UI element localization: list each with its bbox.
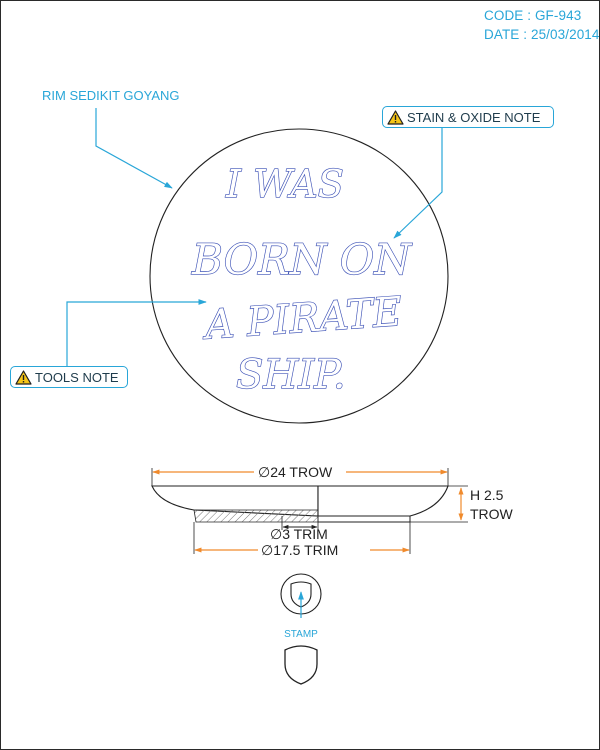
rim-note-label: RIM SEDIKIT GOYANG	[42, 88, 180, 103]
tools-note-leader	[66, 299, 207, 366]
inner-dimension: ∅3 TRIM	[270, 524, 328, 542]
base-dimension-label: ∅17.5 TRIM	[261, 542, 338, 558]
coin-text-line-2: BORN ON	[191, 235, 412, 284]
stain-oxide-note-badge[interactable]: STAIN & OXIDE NOTE	[382, 106, 554, 128]
height-dimension-unit: TROW	[470, 506, 514, 522]
cross-section	[151, 485, 449, 530]
stamp-label: STAMP	[284, 629, 318, 640]
coin-outline	[149, 128, 449, 424]
stain-oxide-note-label: STAIN & OXIDE NOTE	[407, 109, 541, 125]
diameter-dimension-label: ∅24 TROW	[258, 464, 333, 480]
coin-text-line-1: I WAS	[225, 162, 344, 206]
height-dimension: H 2.5 TROW	[410, 485, 514, 523]
rim-note-leader	[95, 108, 173, 189]
title-block: CODE : GF-943 DATE : 25/03/2014	[484, 6, 600, 44]
coin-text-line-4: SHIP.	[236, 352, 346, 398]
stain-note-leader	[393, 128, 443, 239]
warning-triangle-icon	[15, 369, 32, 385]
diameter-dimension: ∅24 TROW	[151, 464, 449, 486]
drawing-code: CODE : GF-943	[484, 8, 582, 23]
height-dimension-label: H 2.5	[470, 487, 504, 503]
stamp-detail: STAMP	[280, 573, 322, 685]
tools-note-label: TOOLS NOTE	[35, 369, 119, 385]
shield-icon	[284, 645, 318, 685]
base-dimension: ∅17.5 TRIM	[193, 522, 411, 558]
warning-triangle-icon	[387, 109, 404, 125]
inner-dimension-label: ∅3 TRIM	[270, 526, 328, 542]
tools-note-badge[interactable]: TOOLS NOTE	[10, 366, 128, 388]
drawing-date: DATE : 25/03/2014	[484, 27, 600, 42]
